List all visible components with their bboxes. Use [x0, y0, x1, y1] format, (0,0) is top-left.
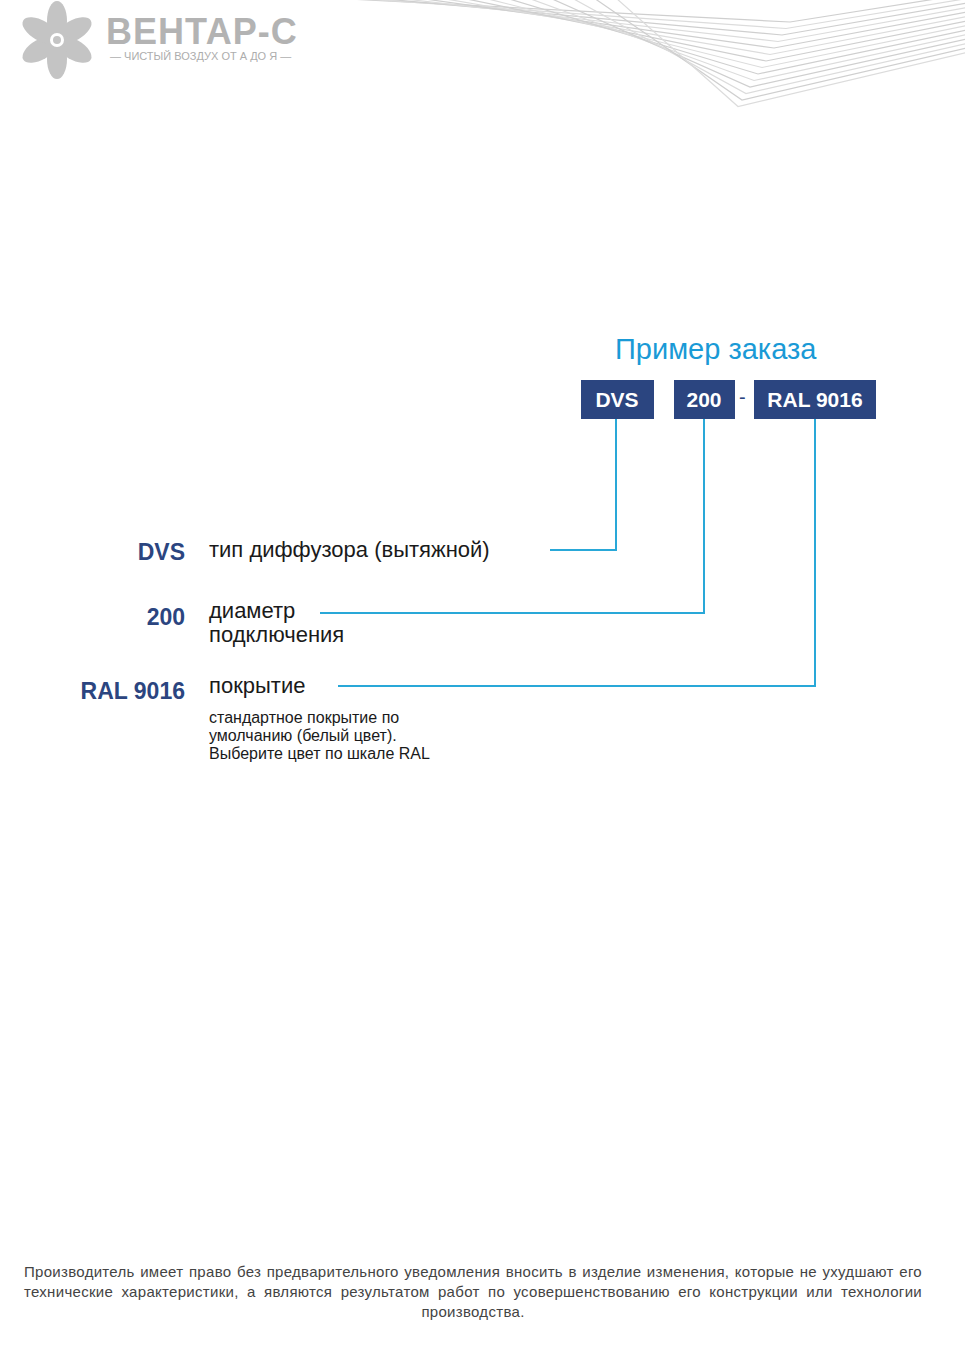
note: стандартное покрытие по умолчанию (белый…	[209, 709, 454, 763]
fan-logo	[18, 1, 96, 79]
leader-line	[320, 419, 704, 613]
stripe-line	[616, 0, 965, 107]
stripe-line	[440, 0, 965, 55]
code-text: RAL 9016	[767, 388, 862, 412]
disclaimer: Производитель имеет право без предварите…	[24, 1262, 922, 1322]
code: DVS	[138, 539, 185, 566]
code-box: 200	[674, 380, 735, 419]
stripe-line	[506, 0, 965, 74]
code: RAL 9016	[81, 678, 185, 705]
leader-line	[550, 419, 616, 550]
code-box: RAL 9016	[754, 380, 876, 419]
title: Пример заказа	[615, 333, 816, 366]
description: диаметр подключения	[209, 599, 359, 647]
description: покрытие	[209, 673, 305, 699]
code-box: DVS	[581, 380, 654, 419]
brand-slogan: — ЧИСТЫЙ ВОЗДУХ ОТ А ДО Я —	[110, 50, 291, 62]
code-text: DVS	[595, 388, 638, 412]
code-text: 200	[686, 388, 721, 412]
stripe-line	[484, 0, 965, 68]
separator: -	[739, 386, 746, 409]
header-stripes	[330, 0, 965, 107]
brand-name: ВЕНТАР-С	[106, 11, 298, 53]
stripe-line	[550, 0, 965, 87]
stripe-line	[572, 0, 965, 94]
description: тип диффузора (вытяжной)	[209, 537, 490, 563]
stripe-line	[462, 0, 965, 61]
stripe-line	[594, 0, 965, 100]
code: 200	[147, 604, 185, 631]
